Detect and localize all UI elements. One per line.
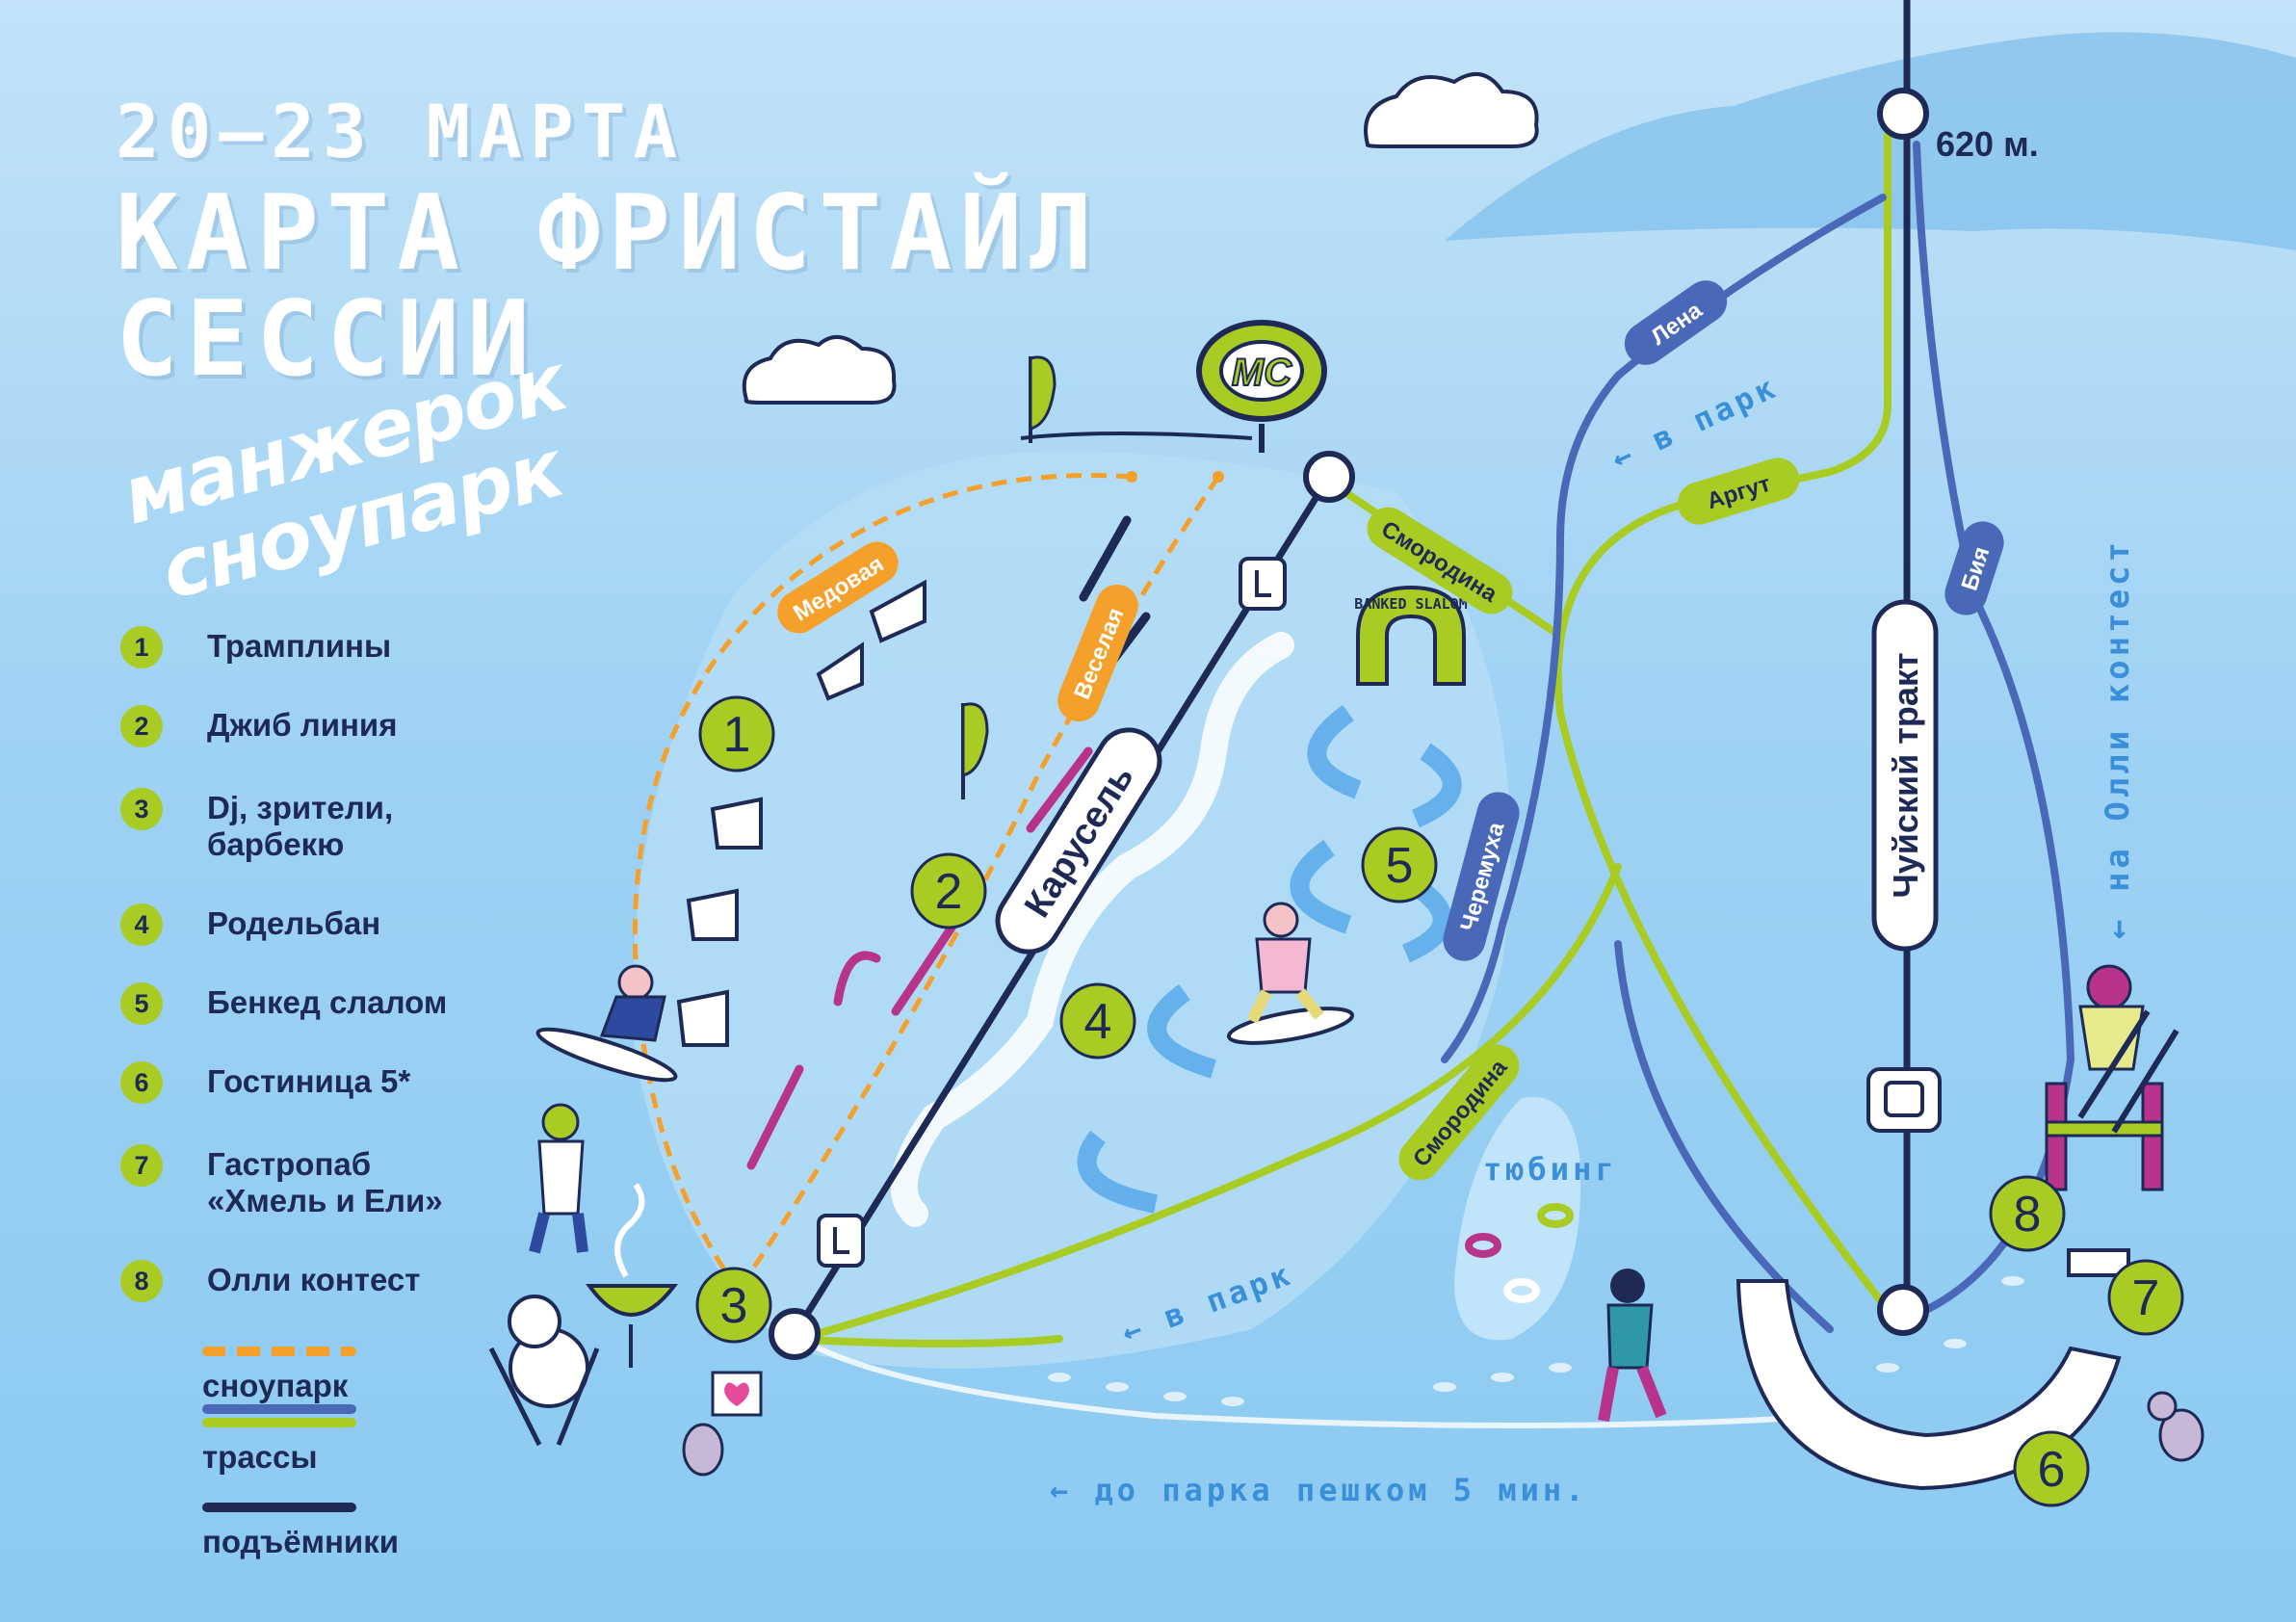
legend-label: Трамплины (207, 628, 392, 664)
legend-number: 4 (120, 903, 163, 946)
event-date: 20–23 МАРТА (116, 89, 686, 174)
legend-number: 7 (120, 1144, 163, 1187)
flag-icon (961, 702, 989, 799)
svg-text:4: 4 (1084, 994, 1112, 1050)
tubing-label: тюбинг (1483, 1151, 1618, 1188)
legend-label: Гастропаб «Хмель и Ели» (207, 1146, 443, 1218)
lift-station (769, 88, 1929, 1360)
page-title: КАРТА ФРИСТАЙЛ (116, 173, 1101, 294)
direction-to-park-top: ← в парк (1605, 368, 1784, 477)
walker-figure (1598, 1269, 1667, 1423)
legend-number: 3 (120, 788, 163, 830)
legend-label: Родельбан (207, 905, 381, 941)
badge-6: 6 (2013, 1430, 2090, 1507)
svg-text:7: 7 (2132, 1270, 2160, 1326)
chairlift-icon (817, 1214, 865, 1268)
grill-icon (586, 1183, 679, 1368)
direction-to-olli: ← на Олли контест (2099, 538, 2137, 939)
trail-label-biya: Бия (1944, 521, 2004, 615)
legend-label: Dj, зрители, барбекю (207, 790, 394, 862)
badge-3: 3 (695, 1267, 772, 1344)
flag-icon (1029, 355, 1057, 443)
mc-logo: MC (1196, 320, 1327, 453)
badge-4: 4 (1059, 982, 1136, 1060)
direction-walk: ← до парка пешком 5 мин. (1050, 1472, 1587, 1508)
badge-8: 8 (1989, 1175, 2066, 1252)
run-medovaya (632, 473, 1133, 1283)
bunny-with-heart-sign (682, 1371, 763, 1477)
svg-text:6: 6 (2038, 1442, 2066, 1498)
trail-label-argut: Аргут (1677, 458, 1800, 525)
tubing-lane (1454, 1096, 1581, 1341)
svg-text:Чуйский тракт: Чуйский тракт (1886, 652, 1925, 898)
legend-number: 2 (120, 705, 163, 747)
chairlift-icon (1239, 557, 1287, 611)
svg-text:5: 5 (1386, 838, 1414, 894)
legend-label: Олли контест (207, 1262, 421, 1297)
svg-text:1: 1 (723, 707, 751, 763)
line-legend-label: трассы (202, 1439, 318, 1475)
line-swatch-navy (202, 1503, 356, 1512)
snowboarder-figure (535, 964, 678, 1083)
svg-text:BANKED SLALOM: BANKED SLALOM (1354, 595, 1467, 613)
legend-number: 5 (120, 982, 163, 1025)
line-swatch-blue (202, 1404, 356, 1414)
page-title-line-2: СЕССИИ (116, 279, 538, 400)
badge-1: 1 (698, 695, 775, 772)
trail-label-lena: Лена (1624, 280, 1728, 365)
svg-text:8: 8 (2014, 1187, 2042, 1243)
line-legend-label: сноупарк (202, 1368, 349, 1403)
gondola-icon (1866, 1067, 1942, 1133)
svg-text:2: 2 (935, 864, 963, 920)
svg-text:3: 3 (720, 1278, 748, 1334)
badge-7: 7 (2107, 1259, 2184, 1336)
badge-5: 5 (1361, 826, 1438, 903)
line-swatch-dashed (202, 1347, 356, 1356)
legend-number: 8 (120, 1260, 163, 1302)
footprints (1048, 1276, 2024, 1406)
rodelbahn-track (890, 632, 1294, 1227)
cloud-icon (1364, 72, 1539, 148)
jump-ramps (676, 579, 926, 1047)
mountain-background (1445, 32, 2296, 251)
run-veselaya (748, 475, 1221, 1273)
skier-figure (2077, 964, 2179, 1134)
legend-label: Бенкед слалом (207, 984, 448, 1020)
hotel-building (1735, 1279, 2122, 1491)
elevation-label: 620 м. (1936, 124, 2039, 164)
badge-2: 2 (910, 852, 987, 929)
banked-slalom-course (1077, 704, 1462, 1214)
tube-icons (1465, 1203, 1574, 1303)
svg-text:MC: MC (1232, 352, 1292, 394)
spectator-figure (529, 1103, 588, 1254)
trail-label-chuysky: Чуйский тракт (1871, 599, 1939, 952)
line-swatch-green (202, 1418, 356, 1427)
legend-number: 1 (120, 626, 163, 668)
legend-number: 6 (120, 1061, 163, 1104)
walking-path (793, 1331, 1831, 1428)
legend-label: Гостиница 5* (207, 1063, 411, 1099)
legend-label: Джиб линия (207, 707, 398, 743)
cloud-icon (742, 335, 897, 405)
snowboarder-figure (1226, 902, 1355, 1045)
banked-slalom-arch: BANKED SLALOM (1354, 585, 1468, 686)
olli-contest-obstacle (2045, 1082, 2164, 1191)
bunny-figure (2147, 1391, 2205, 1462)
snowman-figure (488, 1295, 600, 1447)
line-legend-label: подъёмники (202, 1524, 400, 1559)
